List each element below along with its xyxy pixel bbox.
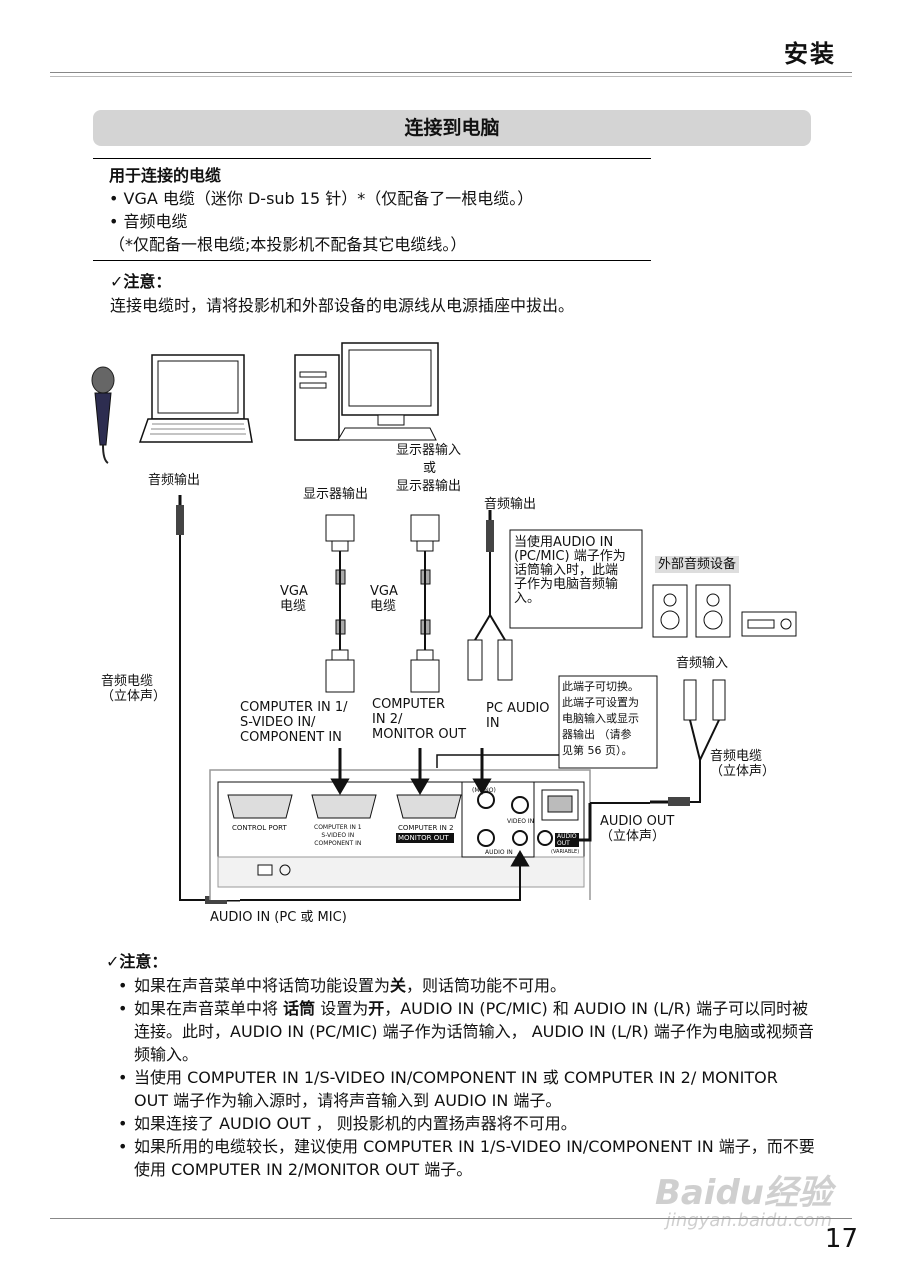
page-title: 连接到电脑 (93, 110, 811, 146)
panel-monitor-out: MONITOR OUT (398, 834, 449, 842)
vga-cable-1 (325, 514, 355, 693)
note-text: 连接电缆时，请将投影机和外部设备的电源线从电源插座中拔出。 (110, 296, 575, 315)
cable-item-audio: • 音频电缆 (109, 212, 188, 231)
list-item: •如果在声音菜单中将 话筒 设置为开，AUDIO IN (PC/MIC) 和 A… (118, 999, 814, 1064)
list-item: •如果所用的电缆较长，建议使用 COMPUTER IN 1/S-VIDEO IN… (118, 1137, 815, 1179)
right-audio-cable (650, 679, 726, 806)
computer-in1-label: COMPUTER IN 1/S-VIDEO IN/COMPONENT IN (240, 700, 348, 745)
header-rule-secondary (50, 76, 852, 77)
projector-panel (209, 769, 591, 900)
panel-video-in: VIDEO IN (507, 818, 535, 825)
note-power: ✓注意： 连接电缆时，请将投影机和外部设备的电源线从电源插座中拔出。 (110, 270, 574, 318)
watermark-url: jingyan.baidu.com (665, 1210, 832, 1231)
audio-in-bottom-label: AUDIO IN (PC 或 MIC) (210, 910, 347, 925)
monitor-in-label: 显示器输入 (396, 443, 462, 458)
list-item: •当使用 COMPUTER IN 1/S-VIDEO IN/COMPONENT … (118, 1068, 778, 1110)
panel-audio-in: AUDIO IN (485, 849, 513, 856)
connection-diagram (91, 342, 797, 904)
cable-item-vga: • VGA 电缆（迷你 D-sub 15 针）*（仅配备了一根电缆。） (109, 189, 534, 208)
or-label: 或 (423, 461, 437, 476)
cable-item-note: （*仅配备一根电缆;本投影机不配备其它电缆线。） (109, 235, 467, 254)
audio-cable-label-left: 音频电缆（立体声） (101, 674, 167, 704)
watermark-logo: Baidu经验 (654, 1173, 832, 1213)
header-rule (50, 72, 852, 73)
panel-mono: (MONO) (472, 787, 496, 794)
vga-cable-2 (410, 514, 440, 693)
desktop-computer-icon (294, 342, 439, 441)
audio-out-label-right: AUDIO OUT（立体声） (600, 814, 675, 844)
note-heading: ✓注意： (110, 272, 172, 291)
microphone-icon (91, 366, 115, 464)
panel-variable: (VARIABLE) (551, 849, 580, 855)
list-item: •如果连接了 AUDIO OUT ， 则投影机的内置扬声器将不可用。 (118, 1114, 577, 1133)
cables-heading: 用于连接的电缆 (109, 166, 222, 185)
callout-box-1 (509, 529, 643, 629)
page-number: 17 (824, 1224, 858, 1254)
notes-heading: ✓注意： (106, 952, 168, 971)
pc-audio-cable (467, 510, 513, 681)
audio-out-label-mid: 音频输出 (484, 497, 537, 512)
panel-control-port: CONTROL PORT (232, 824, 287, 832)
connection-arrows (240, 748, 650, 901)
monitor-out-label-1: 显示器输出 (303, 487, 369, 502)
callout-text-1: 当使用AUDIO IN(PC/MIC) 端子作为话筒输入时，此端子作为电脑音频输… (514, 535, 626, 606)
external-audio-label: 外部音频设备 (655, 556, 740, 573)
callout-box-2 (558, 675, 658, 769)
audio-cable-label-right: 音频电缆（立体声） (710, 749, 776, 779)
audio-in-label-right: 音频输入 (676, 656, 729, 671)
audio-out-label-left: 音频输出 (148, 473, 201, 488)
list-item: •如果在声音菜单中将话筒功能设置为关，则话筒功能不可用。 (118, 976, 567, 995)
monitor-out-label-2: 显示器输出 (396, 479, 462, 494)
footer-rule (50, 1218, 852, 1219)
speaker-icon (652, 584, 797, 638)
callout-text-2: 此端子可切换。此端子可设置为电脑输入或显示器输出 （请参见第 56 页）。 (562, 680, 639, 757)
cables-box: 用于连接的电缆 • VGA 电缆（迷你 D-sub 15 针）*（仅配备了一根电… (93, 158, 651, 261)
panel-computer-in2: COMPUTER IN 2 (398, 824, 454, 832)
section-title: 安装 (784, 40, 836, 68)
laptop-icon (138, 354, 253, 443)
notes-section: ✓注意： •如果在声音菜单中将话筒功能设置为关，则话筒功能不可用。 •如果在声音… (106, 950, 816, 1181)
